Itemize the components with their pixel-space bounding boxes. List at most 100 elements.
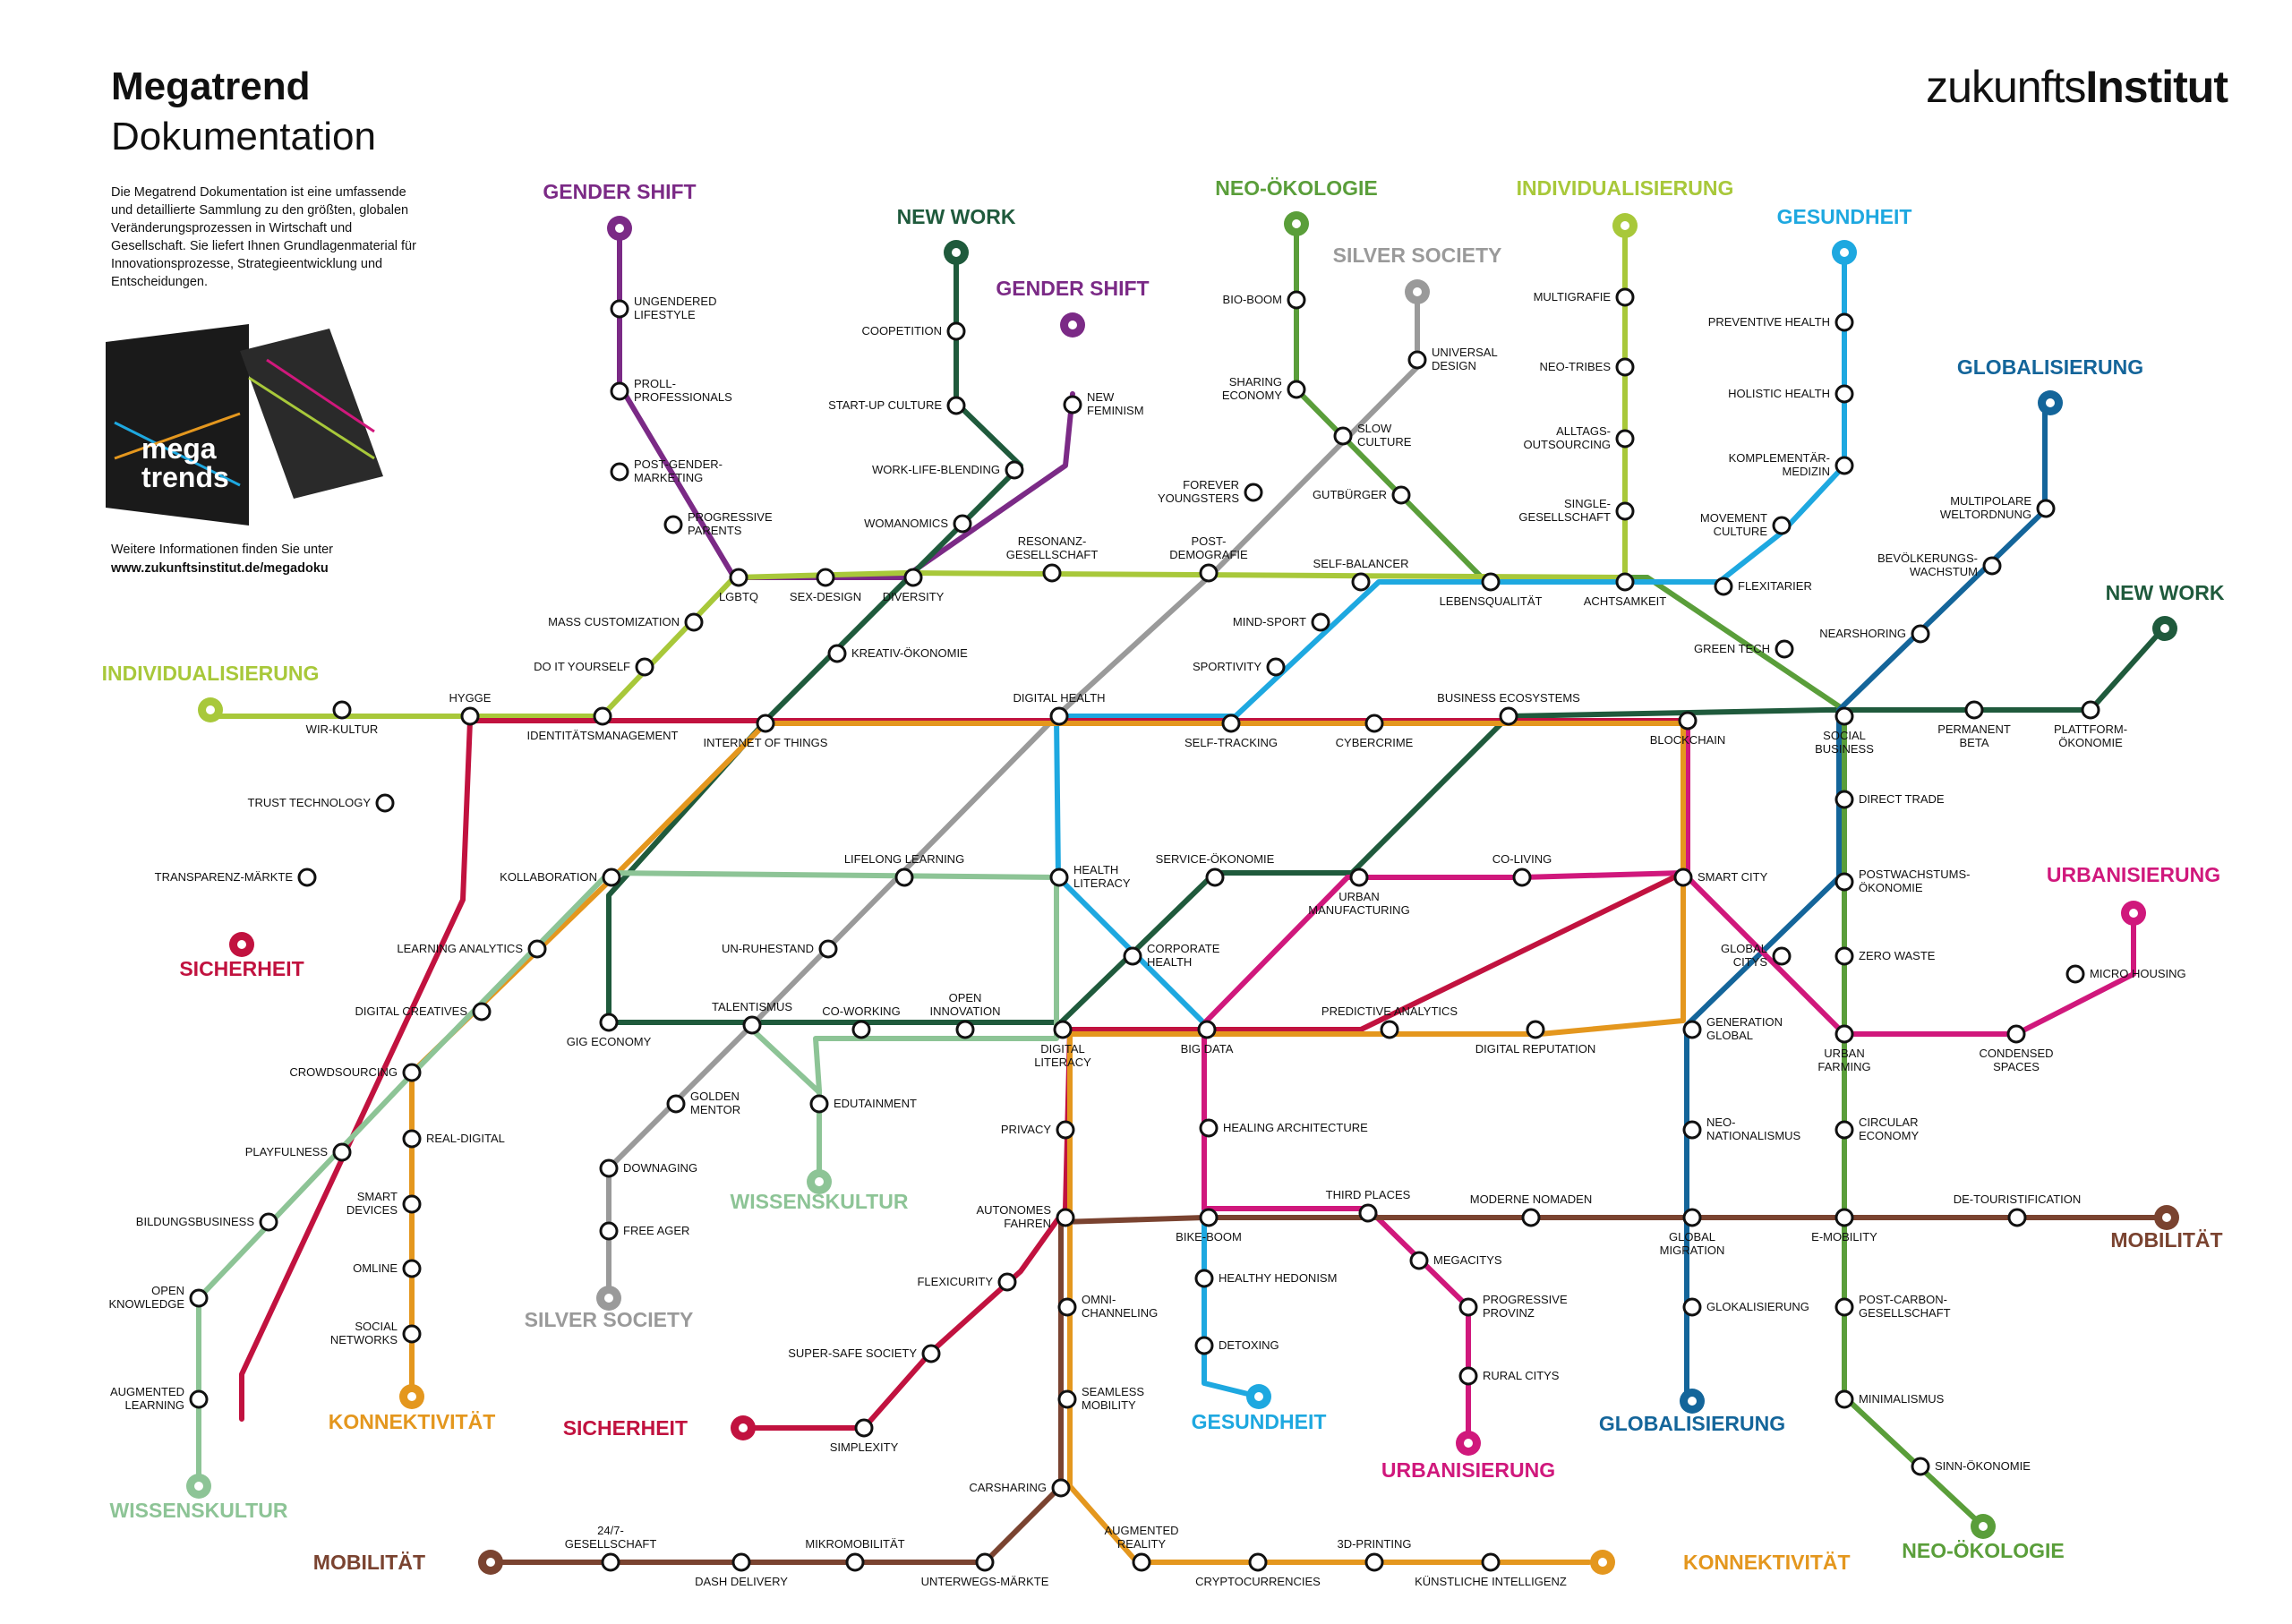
station-marker[interactable]	[1772, 946, 1792, 966]
station-75[interactable]: CO-WORKING	[822, 1004, 901, 1039]
station-2[interactable]: POST-GENDER-MARKETING	[610, 457, 723, 484]
station-marker[interactable]	[1199, 1208, 1219, 1227]
station-98[interactable]: MODERNE NOMADEN	[1470, 1192, 1593, 1227]
station-109[interactable]: GLOKALISIERUNG	[1682, 1297, 1809, 1317]
station-29[interactable]: DIVERSITY	[883, 568, 945, 603]
station-78[interactable]: BIG DATA	[1181, 1020, 1234, 1056]
station-marker[interactable]	[1526, 1020, 1545, 1039]
station-63[interactable]: POSTWACHSTUMS-ÖKONOMIE	[1834, 868, 1970, 894]
station-84[interactable]: EDUTAINMENT	[809, 1094, 917, 1114]
station-marker[interactable]	[1364, 714, 1384, 733]
station-93[interactable]: BILDUNGSBUSINESS	[136, 1212, 278, 1232]
station-12[interactable]: GUTBÜRGER	[1313, 485, 1411, 505]
station-marker[interactable]	[332, 700, 352, 720]
station-110[interactable]: POST-CARBON-GESELLSCHAFT	[1834, 1293, 1951, 1320]
station-100[interactable]: E-MOBILITY	[1811, 1208, 1877, 1244]
station-56[interactable]: LIFELONG LEARNING	[844, 852, 964, 887]
station-106[interactable]: FLEXICURITY	[917, 1272, 1017, 1292]
station-18[interactable]: SINGLE-GESELLSCHAFT	[1518, 497, 1635, 524]
station-marker[interactable]	[610, 462, 629, 482]
terminal-15[interactable]: SICHERHEIT	[563, 1415, 756, 1440]
station-31[interactable]: POST-DEMOGRAFIE	[1169, 534, 1248, 583]
terminal-23[interactable]: NEO-ÖKOLOGIE	[1902, 1514, 2065, 1562]
station-80[interactable]: DIGITAL REPUTATION	[1475, 1020, 1596, 1056]
terminal-18[interactable]: URBANISIERUNG	[1381, 1431, 1555, 1482]
station-marker[interactable]	[809, 1094, 829, 1114]
terminal-12[interactable]: WISSENSKULTUR	[731, 1169, 909, 1213]
station-marker[interactable]	[1063, 395, 1082, 415]
station-marker[interactable]	[946, 396, 966, 415]
station-6[interactable]: WORK-LIFE-BLENDING	[872, 460, 1024, 480]
station-88[interactable]: HEALING ARCHITECTURE	[1199, 1118, 1368, 1138]
station-marker[interactable]	[402, 1129, 422, 1149]
station-marker[interactable]	[1521, 1208, 1541, 1227]
station-marker[interactable]	[635, 657, 654, 677]
station-21[interactable]: KOMPLEMENTÄR-MEDIZIN	[1729, 451, 1854, 478]
station-marker[interactable]	[827, 644, 847, 663]
station-marker[interactable]	[946, 321, 966, 341]
station-marker[interactable]	[375, 793, 395, 813]
station-marker[interactable]	[602, 868, 621, 887]
station-marker[interactable]	[1380, 1020, 1399, 1039]
station-42[interactable]: HYGGE	[449, 691, 492, 726]
station-101[interactable]: DE-TOURISTIFICATION	[1954, 1192, 2082, 1227]
station-33[interactable]: LEBENSQUALITÄT	[1440, 572, 1543, 608]
station-marker[interactable]	[527, 939, 547, 959]
station-marker[interactable]	[1266, 657, 1286, 677]
station-marker[interactable]	[1049, 706, 1069, 726]
station-marker[interactable]	[1834, 384, 1854, 404]
station-89[interactable]: NEO-NATIONALISMUS	[1682, 1115, 1801, 1142]
station-4[interactable]: COOPETITION	[861, 321, 966, 341]
station-marker[interactable]	[955, 1020, 975, 1039]
station-marker[interactable]	[1834, 706, 1854, 726]
terminal-20[interactable]: WISSENSKULTUR	[110, 1474, 288, 1522]
station-126[interactable]: UNTERWEGS-MÄRKTE	[921, 1552, 1049, 1588]
station-48[interactable]: BUSINESS ECOSYSTEMS	[1437, 691, 1580, 726]
terminal-10[interactable]: SICHERHEIT	[179, 932, 304, 980]
station-marker[interactable]	[1458, 1297, 1478, 1317]
station-85[interactable]: REAL-DIGITAL	[402, 1129, 505, 1149]
station-marker[interactable]	[297, 868, 317, 887]
station-96[interactable]: BIKE-BOOM	[1176, 1208, 1242, 1244]
station-marker[interactable]	[402, 1324, 422, 1344]
station-marker[interactable]	[1615, 357, 1635, 377]
station-104[interactable]: HEALTHY HEDONISM	[1194, 1269, 1337, 1288]
station-73[interactable]: GIG ECONOMY	[567, 1013, 652, 1048]
station-marker[interactable]	[1834, 456, 1854, 475]
station-marker[interactable]	[1834, 790, 1854, 809]
station-marker[interactable]	[903, 568, 923, 587]
station-marker[interactable]	[1481, 1552, 1501, 1572]
station-marker[interactable]	[1775, 639, 1794, 659]
station-49[interactable]: BLOCKCHAIN	[1650, 711, 1726, 747]
station-9[interactable]: BIO-BOOM	[1223, 290, 1306, 310]
station-52[interactable]: PLATTFORM-ÖKONOMIE	[2054, 700, 2127, 749]
station-86[interactable]: PLAYFULNESS	[245, 1142, 352, 1162]
station-marker[interactable]	[1458, 1366, 1478, 1386]
station-marker[interactable]	[1512, 868, 1532, 887]
station-15[interactable]: MULTIGRAFIE	[1534, 287, 1635, 307]
station-marker[interactable]	[1714, 577, 1733, 596]
station-17[interactable]: ALLTAGS-OUTSOURCING	[1524, 424, 1635, 451]
station-marker[interactable]	[1132, 1552, 1151, 1572]
station-114[interactable]: RURAL CITYS	[1458, 1366, 1560, 1386]
station-marker[interactable]	[1409, 1251, 1429, 1270]
terminal-4[interactable]: SILVER SOCIETY	[1333, 244, 1502, 304]
station-91[interactable]: DOWNAGING	[599, 1158, 697, 1178]
station-marker[interactable]	[599, 1158, 619, 1178]
station-marker[interactable]	[1056, 1208, 1075, 1227]
station-marker[interactable]	[1615, 501, 1635, 521]
station-marker[interactable]	[1615, 287, 1635, 307]
station-61[interactable]: SMART CITY	[1673, 868, 1768, 887]
station-27[interactable]: LGBTQ	[719, 568, 758, 603]
station-marker[interactable]	[599, 1221, 619, 1241]
